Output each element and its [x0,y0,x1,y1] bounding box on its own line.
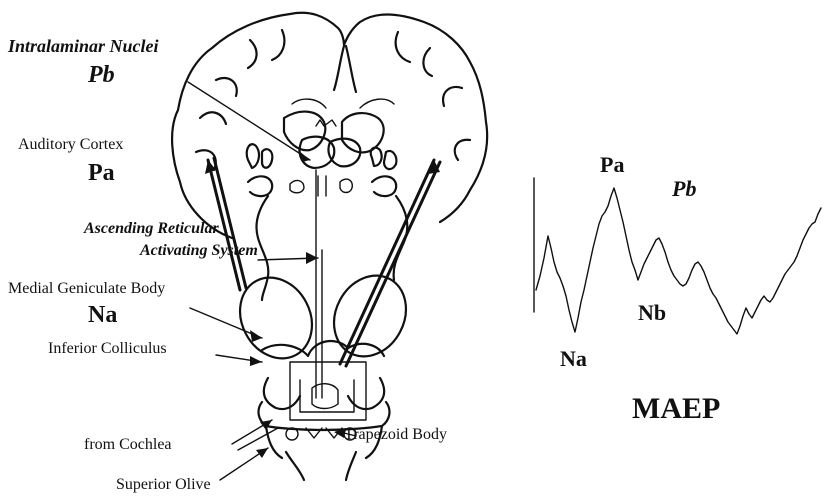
label-from-cochlea: from Cochlea [84,436,172,454]
brainstem [226,263,419,480]
label-trapezoid-body: Trapezoid Body [344,426,447,444]
label-pa-brain: Pa [88,160,115,187]
label-aras-line2: Activating System [140,242,258,260]
waveform-title: MAEP [632,392,720,426]
waveform-label-pa: Pa [600,152,624,178]
label-na-brain: Na [88,302,117,329]
label-aras-line1: Ascending Reticular [84,220,219,238]
label-inferior-colliculus: Inferior Colliculus [48,340,167,358]
label-pb-brain: Pb [88,62,115,89]
label-auditory-cortex: Auditory Cortex [18,136,123,154]
waveform-label-pb: Pb [672,176,696,202]
label-intralaminar-nuclei: Intralaminar Nuclei [8,36,159,57]
waveform-trace [536,188,821,334]
waveform-label-na: Na [560,346,587,372]
label-medial-geniculate-body: Medial Geniculate Body [8,280,165,298]
label-superior-olive: Superior Olive [116,476,211,494]
waveform-label-nb: Nb [638,300,666,326]
